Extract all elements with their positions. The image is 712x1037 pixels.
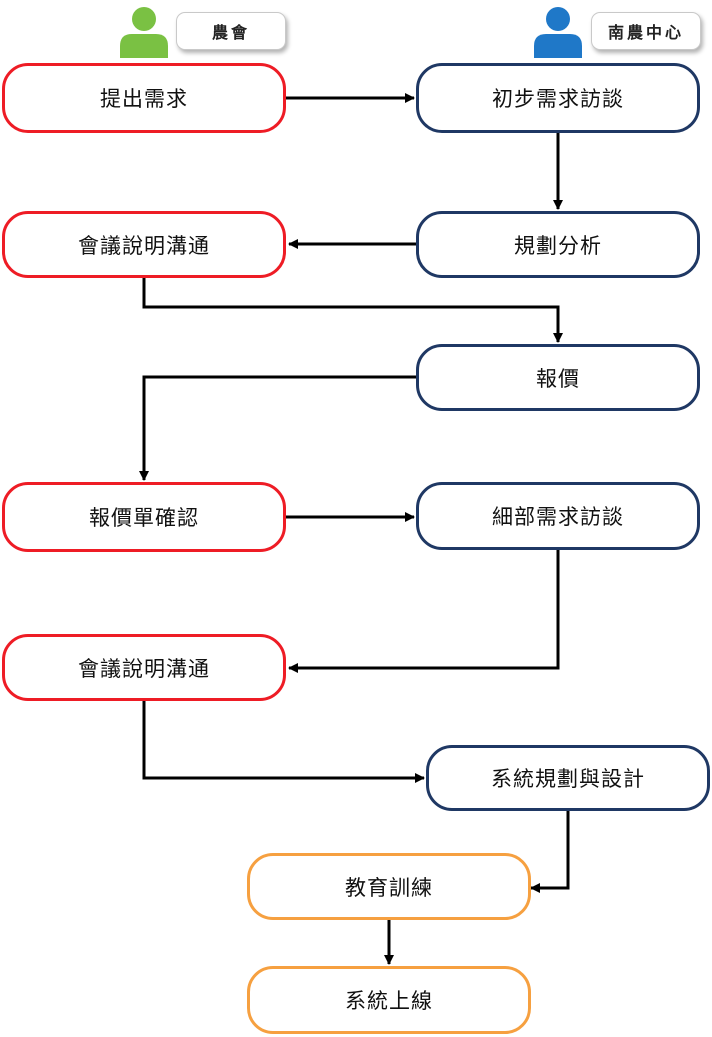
person-icon: [534, 7, 582, 58]
step-label: 提出需求: [100, 87, 188, 111]
step-system-design: 系統規劃與設計: [426, 745, 710, 811]
arrow-s8-to-s9: [142, 701, 425, 783]
step-label: 初步需求訪談: [492, 87, 624, 111]
step-meeting-communication-2: 會議說明溝通: [2, 634, 286, 701]
step-label: 教育訓練: [345, 875, 433, 900]
person-icon: [120, 7, 168, 58]
step-submit-request: 提出需求: [2, 63, 286, 133]
step-training: 教育訓練: [247, 853, 531, 920]
step-label: 系統規劃與設計: [491, 767, 645, 791]
step-quotation-confirm: 報價單確認: [2, 482, 286, 552]
role-label-text: 農會: [211, 23, 250, 42]
step-quotation: 報價: [416, 344, 700, 411]
step-label: 規劃分析: [514, 233, 602, 258]
arrow-s7-to-s8: [288, 550, 560, 673]
step-label: 報價: [536, 366, 580, 391]
step-go-live: 系統上線: [247, 966, 531, 1034]
step-planning-analysis: 規劃分析: [416, 211, 700, 278]
arrow-s9-to-s10: [530, 811, 570, 893]
step-label: 會議說明溝通: [78, 656, 210, 681]
arrow-s4-to-s5: [142, 278, 563, 343]
step-detailed-interview: 細部需求訪談: [416, 482, 700, 550]
role-label-center: 南農中心: [591, 12, 701, 50]
role-label-text: 南農中心: [607, 23, 684, 42]
role-label-farmers-association: 農會: [176, 12, 286, 50]
step-label: 系統上線: [345, 989, 433, 1013]
step-initial-interview: 初步需求訪談: [416, 63, 700, 133]
step-label: 細部需求訪談: [492, 505, 624, 529]
step-meeting-communication-1: 會議說明溝通: [2, 211, 286, 278]
arrow-s5-to-s6: [139, 375, 416, 481]
step-label: 會議說明溝通: [78, 233, 210, 258]
step-label: 報價單確認: [89, 506, 199, 530]
